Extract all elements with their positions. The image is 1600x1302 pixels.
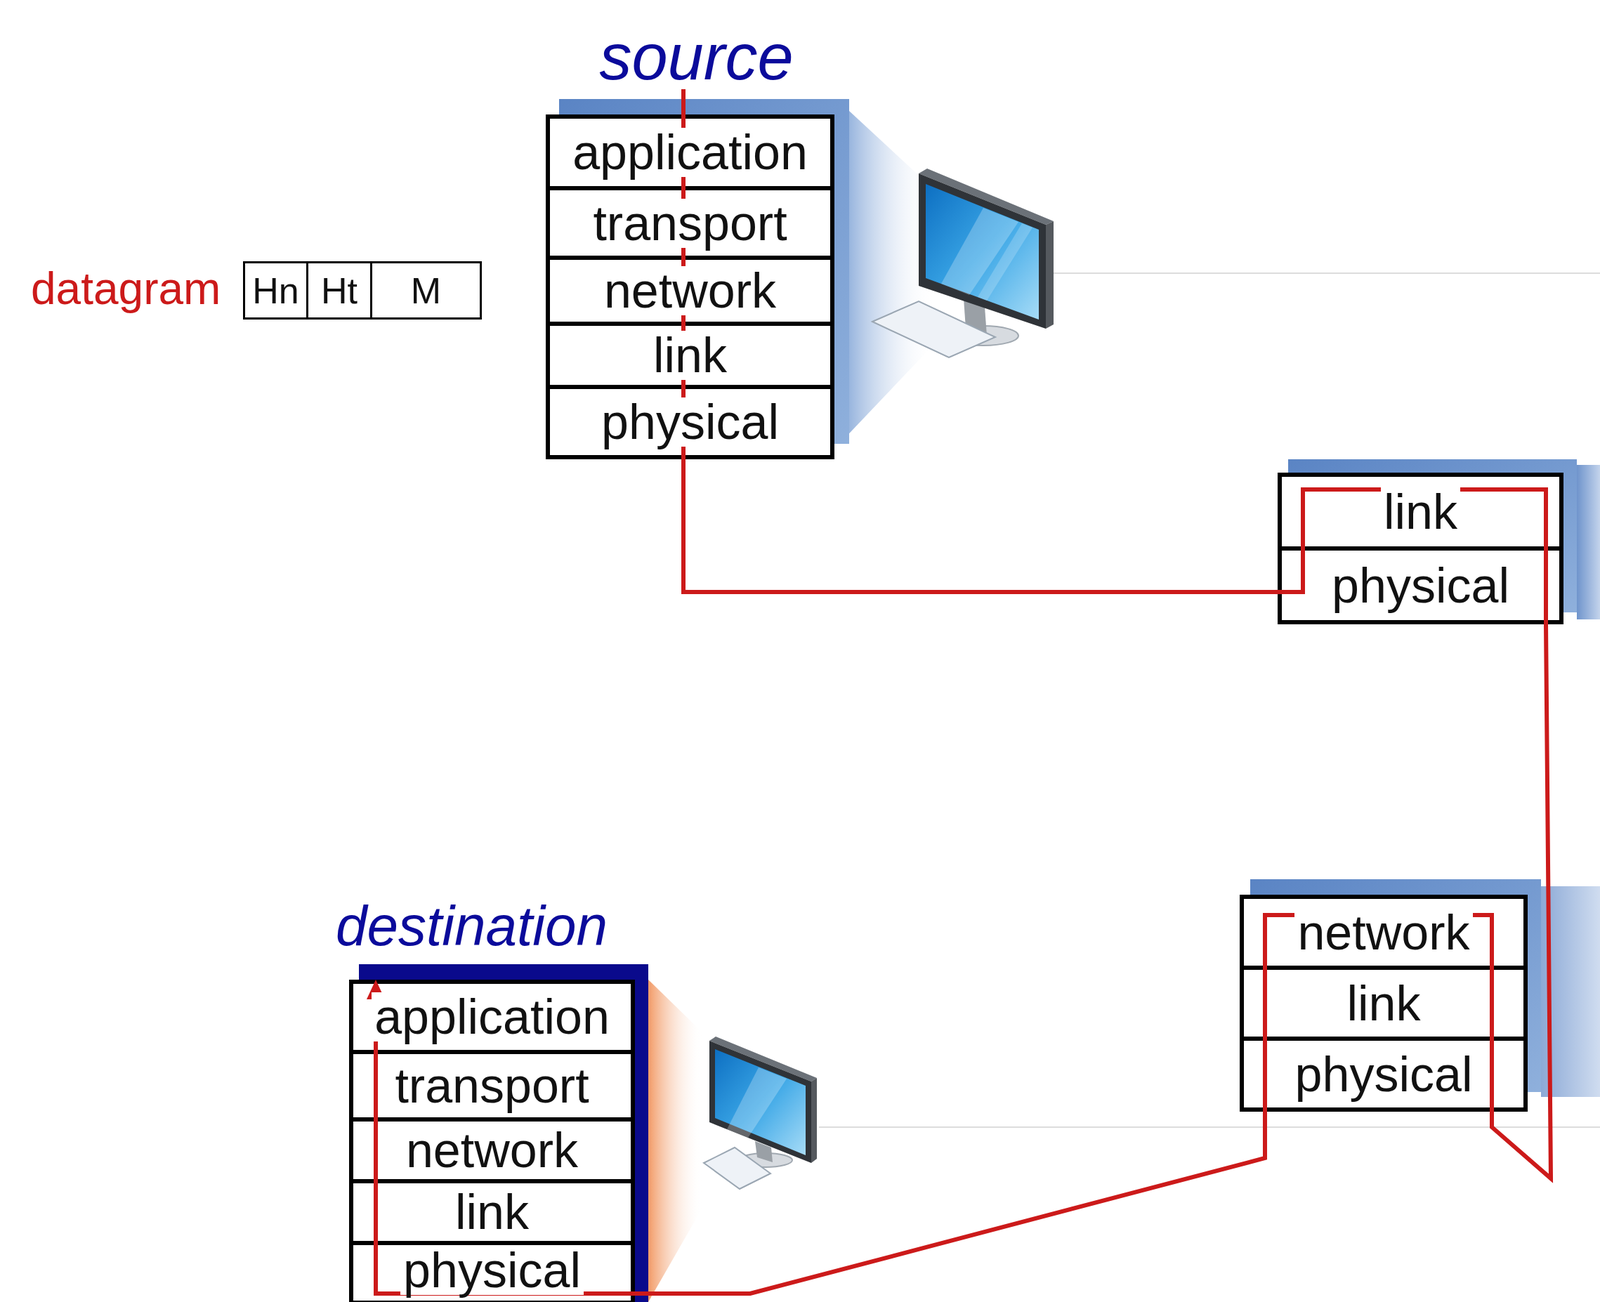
label-slot: datagram (30, 266, 221, 312)
layer-name: Hn (249, 272, 302, 310)
layer-name: link (1343, 979, 1424, 1029)
layer-box: physical (545, 384, 835, 460)
layer-box: link (349, 1179, 635, 1246)
layer-box: application (349, 979, 635, 1055)
layer-name: physical (400, 1246, 584, 1296)
layer-name: application (569, 127, 811, 177)
protocol-stack: sourceapplicationtransportnetworklinkphy… (545, 114, 835, 460)
heading-slot: source (596, 24, 796, 90)
layer-box: transport (545, 186, 835, 260)
caption-label: datagram (30, 266, 221, 312)
stack-heading: source (596, 24, 796, 90)
layer-name: physical (1328, 561, 1513, 611)
header-box: Hn (243, 261, 309, 320)
layer-box: link (1277, 472, 1564, 551)
layer-name: physical (598, 397, 782, 447)
layer-box: physical (1239, 1036, 1528, 1112)
layer-name: link (650, 330, 730, 380)
layer-box: physical (349, 1241, 635, 1302)
layer-box: link (545, 321, 835, 390)
layer-name: transport (391, 1061, 592, 1111)
layer-name: Ht (318, 272, 361, 310)
layer-name: network (1294, 908, 1473, 958)
layer-name: link (1380, 487, 1461, 537)
layer-box: transport (349, 1050, 635, 1122)
stack-shadow (1576, 464, 1600, 620)
computer-icon (703, 1036, 817, 1190)
signal-line (683, 459, 1278, 593)
layer-name: link (452, 1187, 532, 1237)
layer-name: network (601, 266, 779, 316)
stack-heading: destination (332, 898, 611, 955)
glow (648, 979, 703, 1302)
heading-slot: destination (332, 898, 611, 955)
layer-box: physical (1277, 546, 1564, 625)
signal-path (683, 459, 1278, 593)
layer-box: network (545, 255, 835, 326)
layer-name: application (371, 992, 613, 1042)
layer-box: network (349, 1117, 635, 1184)
layer-name: M (408, 272, 444, 310)
link-line (818, 1126, 1600, 1129)
layer-box: application (545, 114, 835, 191)
layer-name: network (403, 1125, 581, 1176)
protocol-stack: destinationapplicationtransportnetworkli… (349, 979, 635, 1302)
link-line (1050, 272, 1600, 274)
computer-icon (872, 168, 1054, 358)
layer-name: transport (589, 198, 790, 248)
header-box: Ht (306, 261, 373, 320)
layer-box: network (1239, 894, 1528, 970)
layer-name: physical (1292, 1050, 1476, 1100)
layer-box: link (1239, 965, 1528, 1041)
payload-box: M (370, 261, 482, 320)
stack-shadow (1541, 886, 1600, 1098)
